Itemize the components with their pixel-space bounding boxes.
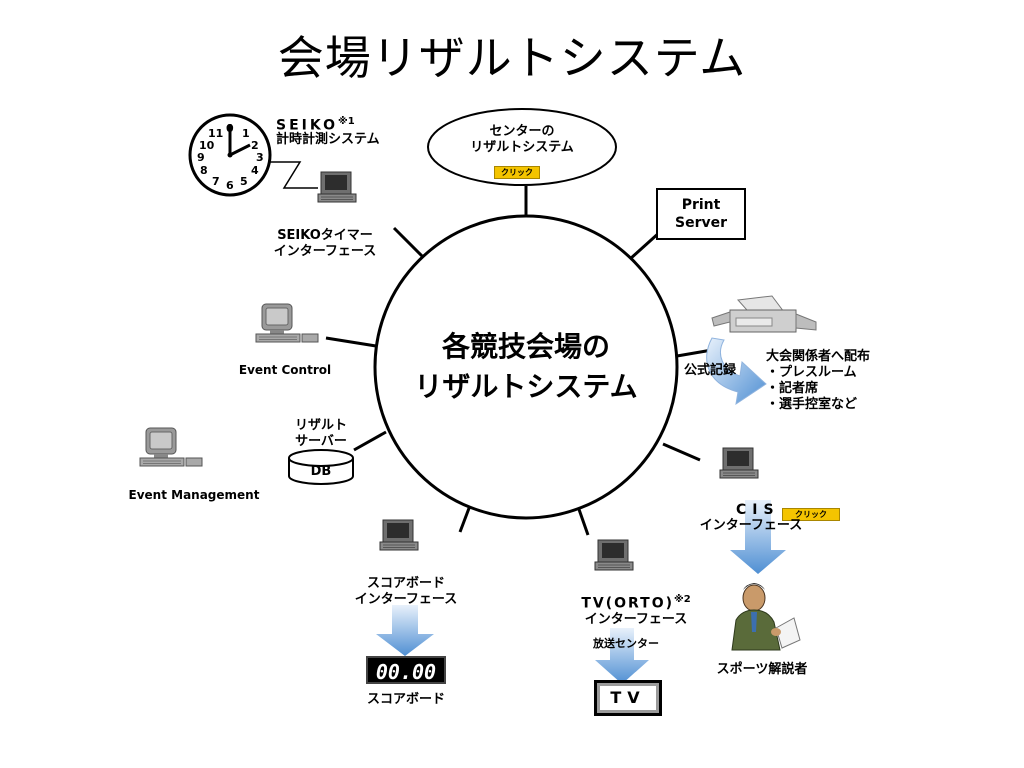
scoreboard-down-arrow (376, 605, 434, 656)
laptop-icon (594, 539, 634, 571)
record-arrow (706, 337, 767, 406)
event-control-label: Event Control (238, 363, 332, 377)
computer-icon (139, 427, 203, 467)
database-icon (288, 449, 354, 485)
scoreboard-interface-label: スコアボード インターフェース (354, 576, 458, 607)
page-title: 会場リザルトシステム (277, 31, 747, 85)
printer-icon (711, 295, 817, 333)
official-record-label: 公式記録 (684, 363, 737, 378)
broadcast-center-label: 放送センター (593, 637, 659, 650)
result-server-label: リザルト サーバー (294, 418, 347, 449)
tv-box: TV (594, 680, 662, 716)
commentator-icon (731, 583, 801, 651)
hub-circle (373, 214, 679, 520)
commentator-label: スポーツ解説者 (716, 662, 808, 677)
distribution-list: 大会関係者へ配布 ・プレスルーム ・記者席 ・選手控室など (766, 349, 871, 412)
laptop-icon (719, 447, 759, 479)
scoreboard-label: スコアボード (366, 692, 445, 707)
clock-link (268, 161, 318, 189)
seiko-label: SEIKO※1 (276, 116, 355, 134)
cis-label: CIS (736, 502, 780, 518)
tv-down-arrow (595, 628, 649, 684)
center-system-click-badge[interactable]: クリック (494, 160, 540, 179)
event-management-label: Event Management (128, 488, 260, 502)
clock-icon (188, 113, 272, 197)
print-server-box: Print Server (656, 188, 746, 240)
scoreboard-display: 00.00 (366, 656, 446, 684)
cis-down-arrow (730, 500, 786, 574)
cis-click-badge[interactable]: クリック (782, 502, 840, 521)
laptop-icon (317, 171, 357, 203)
center-system-label: センターの リザルトシステム (470, 124, 574, 155)
hub-label: 各競技会場の リザルトシステム (414, 330, 638, 403)
db-label: DB (310, 464, 332, 479)
cis-interface-label: インターフェース (699, 518, 803, 533)
seiko-timer-label: SEIKOタイマー インターフェース (273, 228, 377, 259)
laptop-icon (379, 519, 419, 551)
seiko-sub-label: 計時計測システム (276, 132, 380, 147)
computer-icon (255, 303, 319, 343)
center-system-ellipse (427, 108, 617, 186)
tv-interface-label: TV(ORTO)※2 インターフェース (581, 594, 691, 628)
